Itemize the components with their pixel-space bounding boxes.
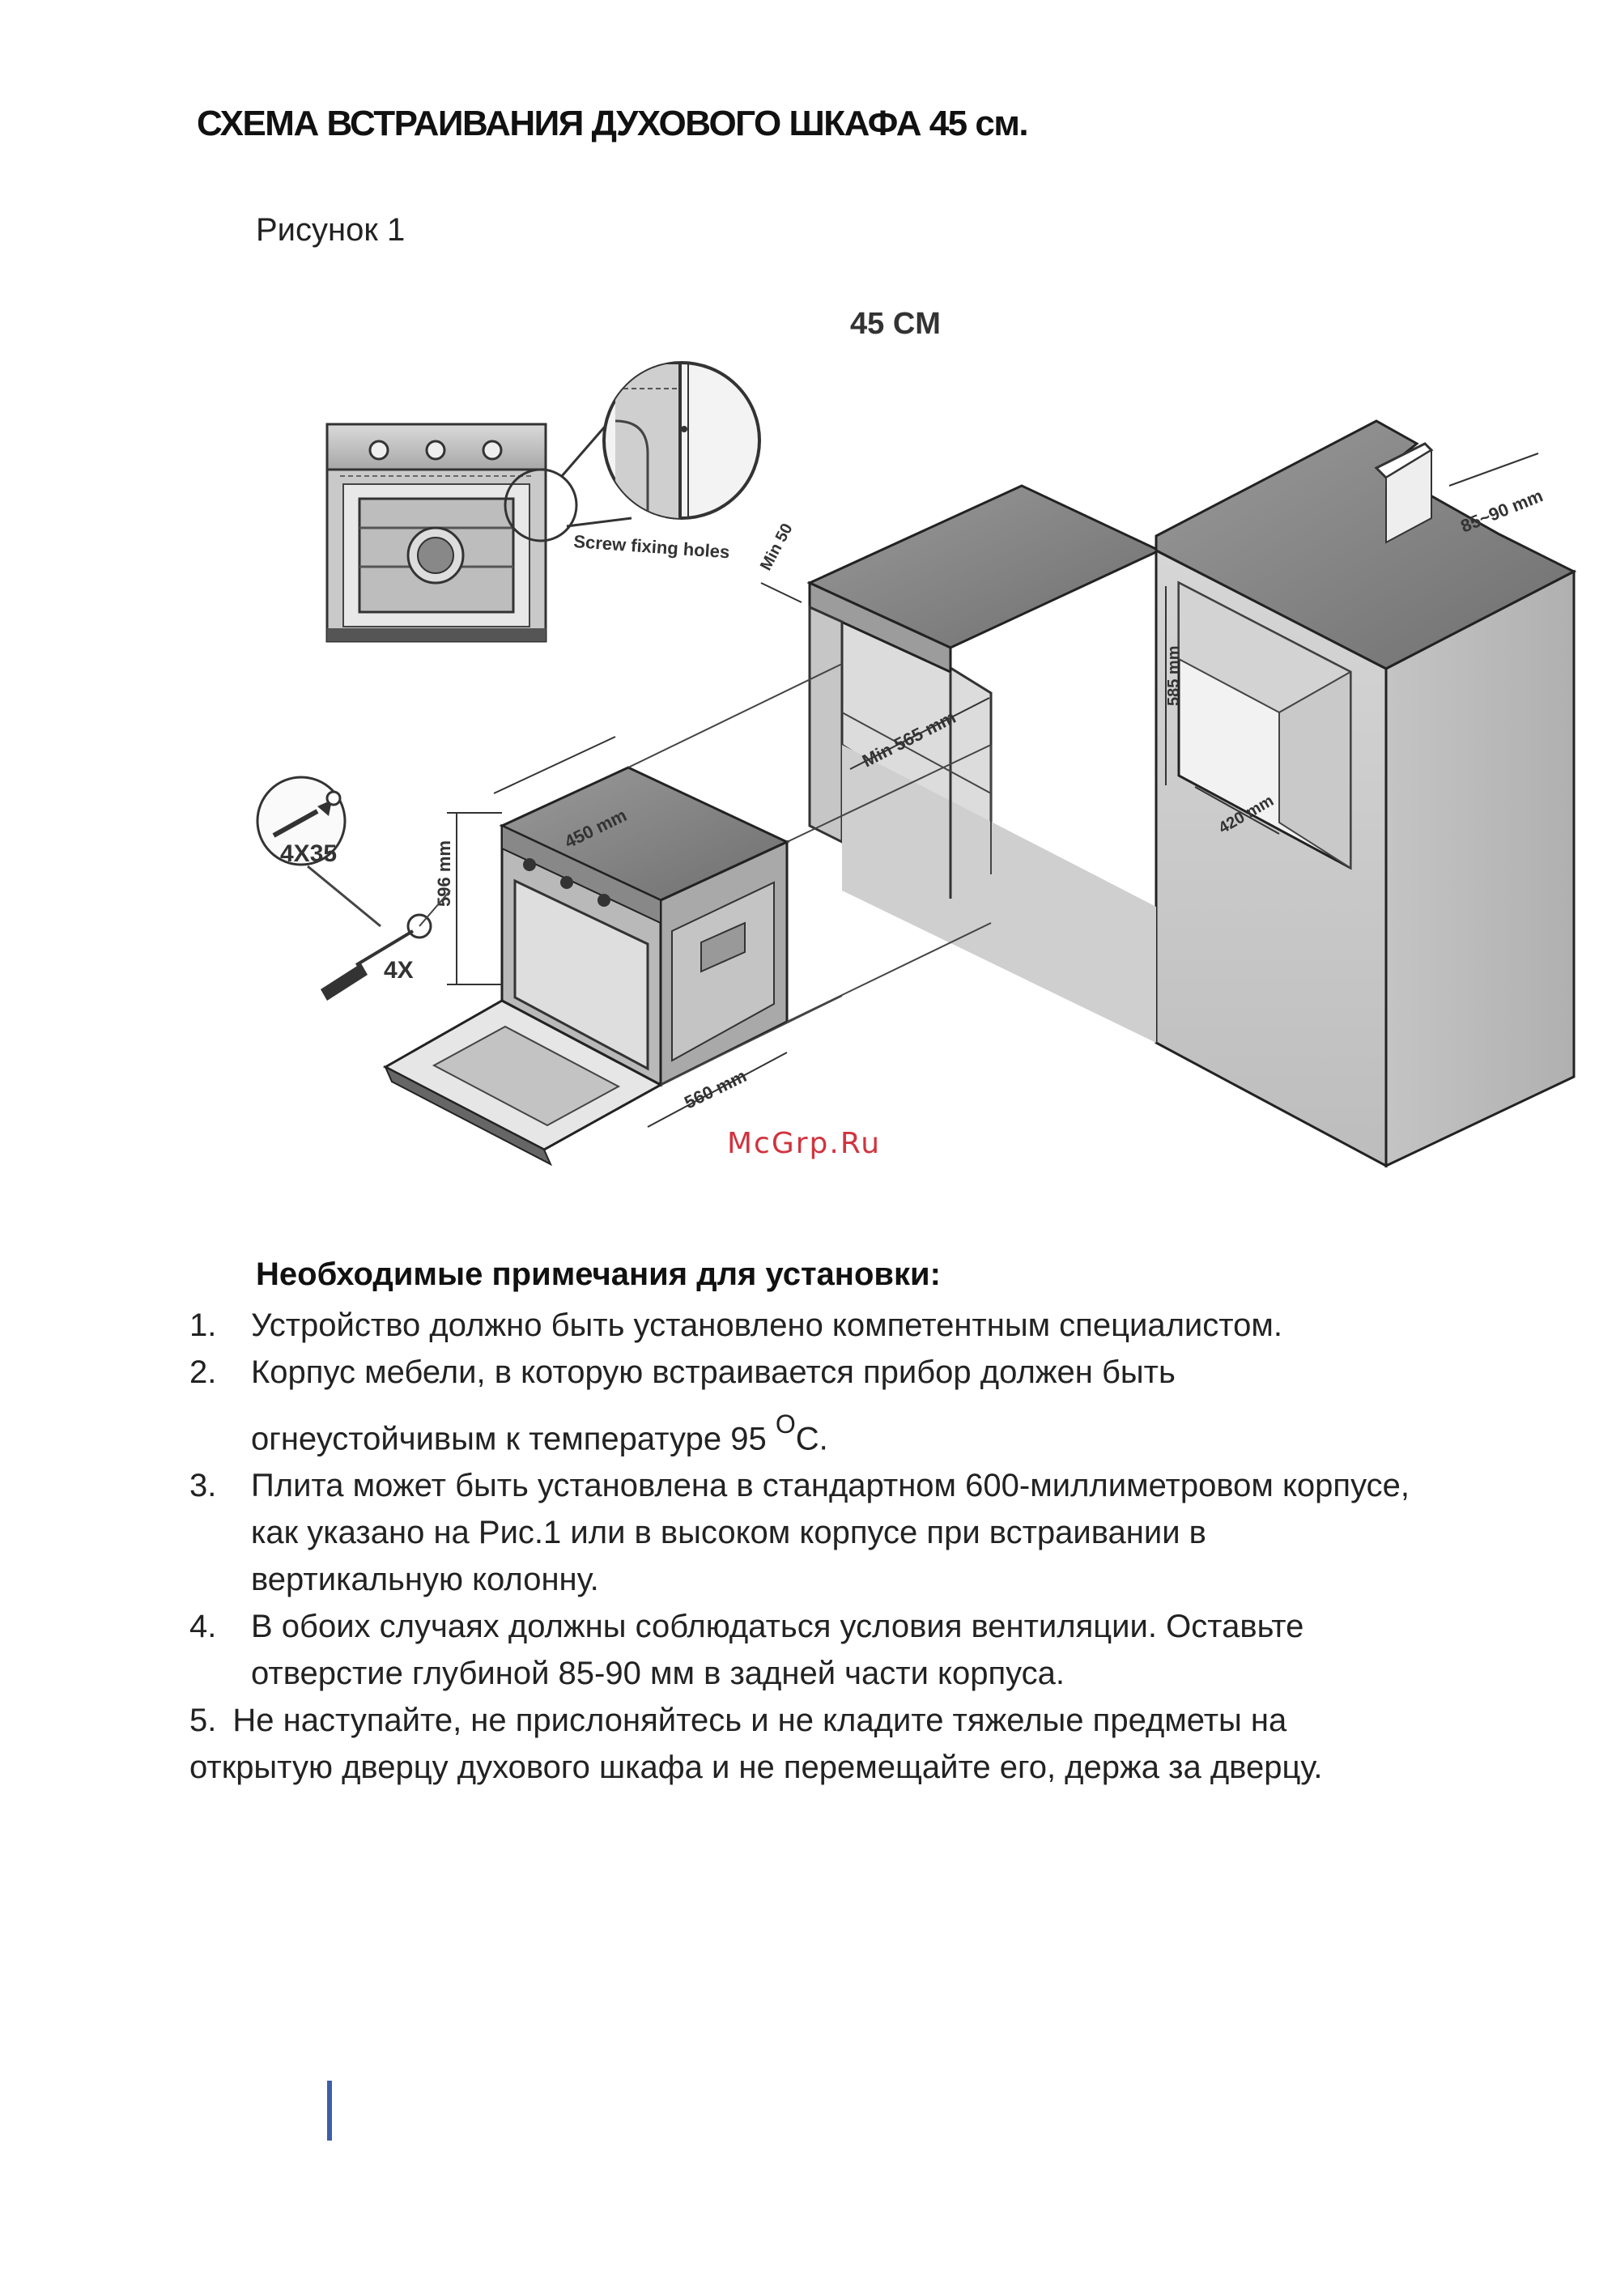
note-number: 2. — [189, 1354, 217, 1390]
installation-diagram: 45 CM Screw fixing holes — [256, 307, 1577, 1168]
note-number: 5. — [189, 1703, 217, 1739]
note-text-cont: огнеустойчивым к температуре 95 OС. — [251, 1409, 828, 1457]
screw-hole-detail — [504, 361, 761, 542]
dim-85-90: 85~90 mm — [1458, 485, 1546, 536]
cabinet — [806, 419, 1577, 1168]
note-text: Корпус мебели, в которую встраивается пр… — [251, 1354, 1176, 1390]
note-text: Устройство должно быть установлено компе… — [251, 1307, 1283, 1343]
degree-sup: O — [775, 1409, 796, 1439]
note-number: 3. — [189, 1468, 217, 1504]
note-text: В обоих случаях должны соблюдаться услов… — [251, 1609, 1304, 1645]
list-item: 4. В обоих случаях должны соблюдаться ус… — [189, 1603, 1533, 1697]
screw-size: 4X35 — [280, 840, 337, 867]
notes-list: 1. Устройство должно быть установлено ко… — [189, 1302, 1533, 1791]
dim-596: 596 mm — [434, 840, 454, 907]
note-text-cont: отверстие глубиной 85-90 мм в задней час… — [251, 1656, 1065, 1692]
dim-585: 585 mm — [1165, 646, 1183, 707]
note-number: 1. — [189, 1307, 217, 1343]
dim-560: 560 mm — [681, 1065, 750, 1112]
note-text-cont: открытую дверцу духового шкафа и не пере… — [189, 1750, 1323, 1786]
list-item: 3. Плита может быть установлена в станда… — [189, 1462, 1533, 1603]
note-number: 4. — [189, 1609, 217, 1645]
note-text-cont: как указано на Рис.1 или в высоком корпу… — [251, 1515, 1206, 1551]
oven-front-view — [325, 423, 547, 643]
note-text-cont: вертикальную колонну. — [251, 1562, 599, 1598]
note-text: Плита может быть установлена в стандартн… — [251, 1468, 1410, 1504]
oven-perspective — [382, 766, 790, 1167]
list-item: 2. Корпус мебели, в которую встраивается… — [189, 1349, 1533, 1462]
figure-label: Рисунок 1 — [256, 212, 406, 248]
page-title: СХЕМА ВСТРАИВАНИЯ ДУХОВОГО ШКАФА 45 см. — [197, 104, 1029, 143]
list-item: 5. Не наступайте, не прислоняйтесь и не к… — [189, 1697, 1533, 1791]
dim-min50: Min 50 — [757, 521, 797, 573]
note-text: Не наступайте, не прислоняйтесь и не кла… — [232, 1703, 1287, 1739]
size-label: 45 CM — [850, 307, 941, 341]
screw-detail — [256, 776, 451, 1001]
notes-heading: Необходимые примечания для установки: — [256, 1256, 941, 1292]
screw-count: 4X — [384, 957, 414, 984]
watermark: McGrp.Ru — [727, 1127, 882, 1160]
projection-lines — [627, 663, 992, 1086]
margin-bar — [327, 2081, 332, 2141]
dimension-lines — [447, 453, 1539, 1128]
screw-holes-label: Screw fixing holes — [573, 531, 730, 562]
list-item: 1. Устройство должно быть установлено ко… — [189, 1302, 1533, 1349]
